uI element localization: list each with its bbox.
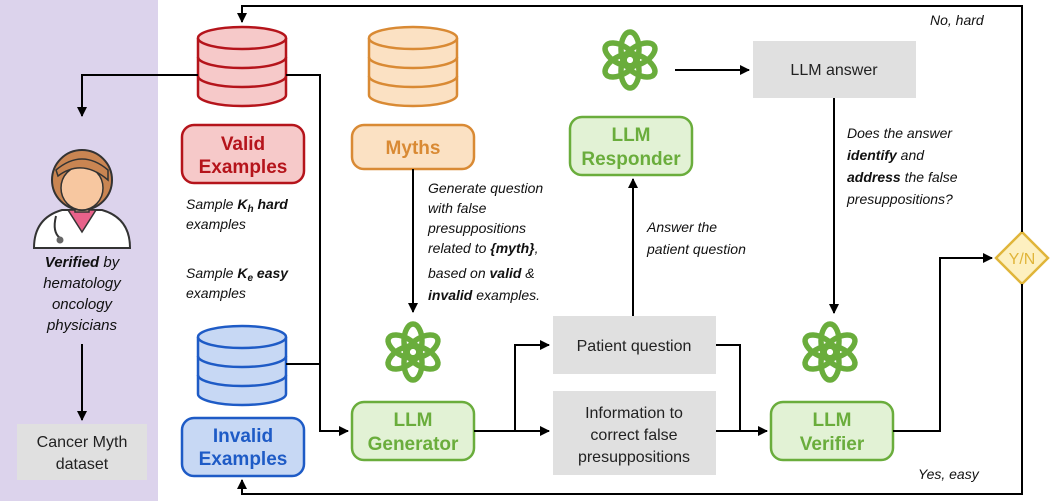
information-box (553, 391, 716, 475)
generate-line6: invalid examples. (428, 287, 540, 303)
verifier-openai-logo-icon (801, 324, 858, 380)
generate-line4: related to {myth}, (428, 240, 539, 256)
generate-line2: with false (428, 200, 487, 216)
llm-responder-line1: LLM (611, 125, 650, 146)
valid-examples-line2: Examples (199, 157, 288, 178)
invalid-examples-line2: Examples (199, 449, 288, 470)
sample-easy-label-line2: examples (186, 285, 246, 301)
answer-patient-line2: patient question (646, 241, 746, 257)
llm-verifier-line1: LLM (812, 410, 851, 431)
does-answer-line2: identify and (847, 147, 925, 163)
doctor-icon (32, 149, 132, 249)
sample-hard-label-line2: examples (186, 216, 246, 232)
answer-patient-line1: Answer the (646, 219, 717, 235)
invalid-examples-line1: Invalid (213, 426, 273, 447)
no-hard-label: No, hard (930, 12, 985, 28)
yes-easy-label: Yes, easy (918, 466, 980, 482)
dataset-label-line1: Cancer Myth (37, 434, 128, 451)
doctor-caption-line3: oncology (52, 296, 114, 313)
responder-openai-logo-icon (601, 32, 658, 88)
information-line3: presuppositions (578, 449, 690, 466)
sample-hard-label: Sample Kh hard (186, 196, 288, 215)
information-line2: correct false (590, 427, 677, 444)
does-answer-line4: presuppositions? (846, 191, 953, 207)
generate-line1: Generate question (428, 180, 543, 196)
doctor-caption-line1: Verified by (45, 254, 121, 271)
sample-easy-label: Sample Ke easy (186, 265, 289, 284)
myths-database-icon (367, 25, 459, 108)
doctor-caption-line2: hematology (43, 275, 122, 292)
invalid-examples-box (180, 416, 306, 478)
llm-answer-label: LLM answer (790, 62, 878, 79)
llm-generator-line1: LLM (393, 410, 432, 431)
patient-question-box (553, 316, 716, 374)
llm-verifier-line2: Verifier (800, 434, 865, 455)
generate-line3: presuppositions (427, 220, 526, 236)
llm-generator-line2: Generator (368, 434, 459, 455)
does-answer-line3: address the false (847, 169, 958, 185)
myths-label: Myths (386, 138, 441, 159)
llm-answer-box (753, 41, 916, 98)
yn-label: Y/N (1009, 251, 1036, 268)
generator-openai-logo-icon (384, 324, 441, 380)
patient-question-label: Patient question (577, 338, 692, 355)
valid-examples-line1: Valid (221, 134, 265, 155)
cancer-myth-dataset-box (17, 424, 147, 480)
information-line1: Information to (585, 405, 683, 422)
llm-responder-line2: Responder (581, 149, 681, 170)
valid-examples-box (180, 123, 306, 185)
llm-responder-box (568, 115, 694, 177)
doctor-caption-line4: physicians (46, 317, 118, 334)
does-answer-line1: Does the answer (847, 125, 953, 141)
generate-line5: based on valid & (428, 265, 535, 281)
invalid-database-icon (196, 324, 288, 407)
dataset-label-line2: dataset (56, 456, 109, 473)
valid-database-icon (196, 25, 288, 108)
